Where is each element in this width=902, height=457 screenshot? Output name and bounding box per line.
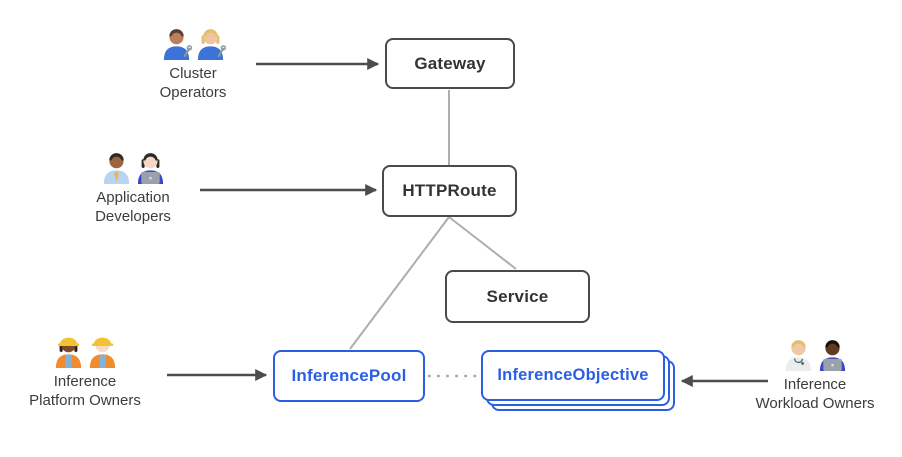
gateway-label: Gateway [414, 53, 486, 73]
inferencepool-node: InferencePool [273, 350, 425, 402]
inferenceobjective-label: InferenceObjective [497, 366, 649, 384]
edge-httproute-service [448, 216, 517, 270]
inference-workload-owners-actor: Inference Workload Owners [740, 337, 890, 413]
inference-platform-owners-label: Inference Platform Owners [29, 373, 141, 409]
application-developers-icons [101, 150, 166, 185]
man-construction-worker-icon [89, 337, 115, 368]
inferenceobjective-node: InferenceObjective [481, 350, 665, 401]
service-node: Service [445, 270, 590, 323]
httproute-node: HTTPRoute [382, 165, 517, 217]
httproute-label: HTTPRoute [402, 181, 497, 200]
inference-platform-owners-icons [53, 334, 118, 369]
inferencepool-label: InferencePool [291, 366, 407, 385]
cluster-operators-label: Cluster Operators [159, 65, 227, 101]
application-developers-label: Application Developers [95, 189, 171, 225]
man-office-worker-icon [103, 153, 129, 184]
cluster-operators-icons [161, 26, 226, 61]
woman-technologist-icon [137, 153, 163, 184]
inference-workload-owners-label: Inference Workload Owners [755, 376, 875, 412]
man-technologist-icon [819, 340, 845, 371]
woman-mechanic-icon [197, 29, 226, 60]
man-mechanic-icon [163, 29, 192, 60]
inference-platform-owners-actor: Inference Platform Owners [10, 334, 160, 410]
application-developers-actor: Application Developers [58, 150, 208, 226]
gateway-node: Gateway [385, 38, 515, 89]
edge-httproute-inferencepool [349, 216, 450, 350]
health-worker-icon [785, 340, 811, 371]
service-label: Service [486, 286, 549, 306]
woman-construction-worker-icon [55, 337, 81, 368]
inference-workload-owners-icons [783, 337, 848, 372]
cluster-operators-actor: Cluster Operators [118, 26, 268, 102]
